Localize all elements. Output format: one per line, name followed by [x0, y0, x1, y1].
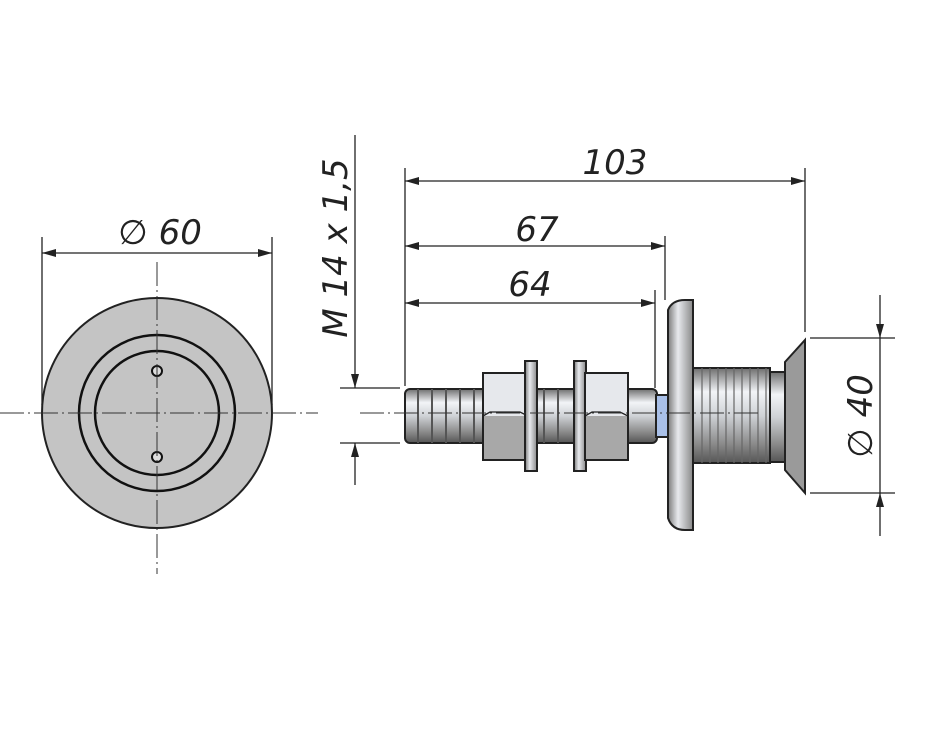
front-view: ∅ 60: [0, 213, 318, 574]
dimension-label-diameter-40: ∅ 40: [841, 374, 881, 458]
dimension-label-thread: M 14 x 1,5: [316, 158, 356, 337]
threaded-body-ridges: [696, 368, 768, 463]
side-view: 103 67 64 M 14 x 1,5: [316, 135, 895, 536]
bolt-thread: [410, 389, 480, 443]
hex-nut-shade: [586, 416, 627, 459]
dimension-label-67: 67: [515, 210, 559, 250]
flange: [667, 299, 694, 531]
cone-head: [784, 337, 806, 496]
dimension-label-diameter-60: ∅ 60: [118, 213, 202, 253]
hex-nut-edge: [584, 411, 629, 417]
collar: [769, 371, 786, 463]
bolt-thread: [540, 389, 570, 443]
dimension-label-103: 103: [583, 143, 648, 183]
washer: [524, 360, 538, 472]
hex-nut-shade: [484, 416, 527, 459]
dimension-label-64: 64: [508, 265, 551, 305]
